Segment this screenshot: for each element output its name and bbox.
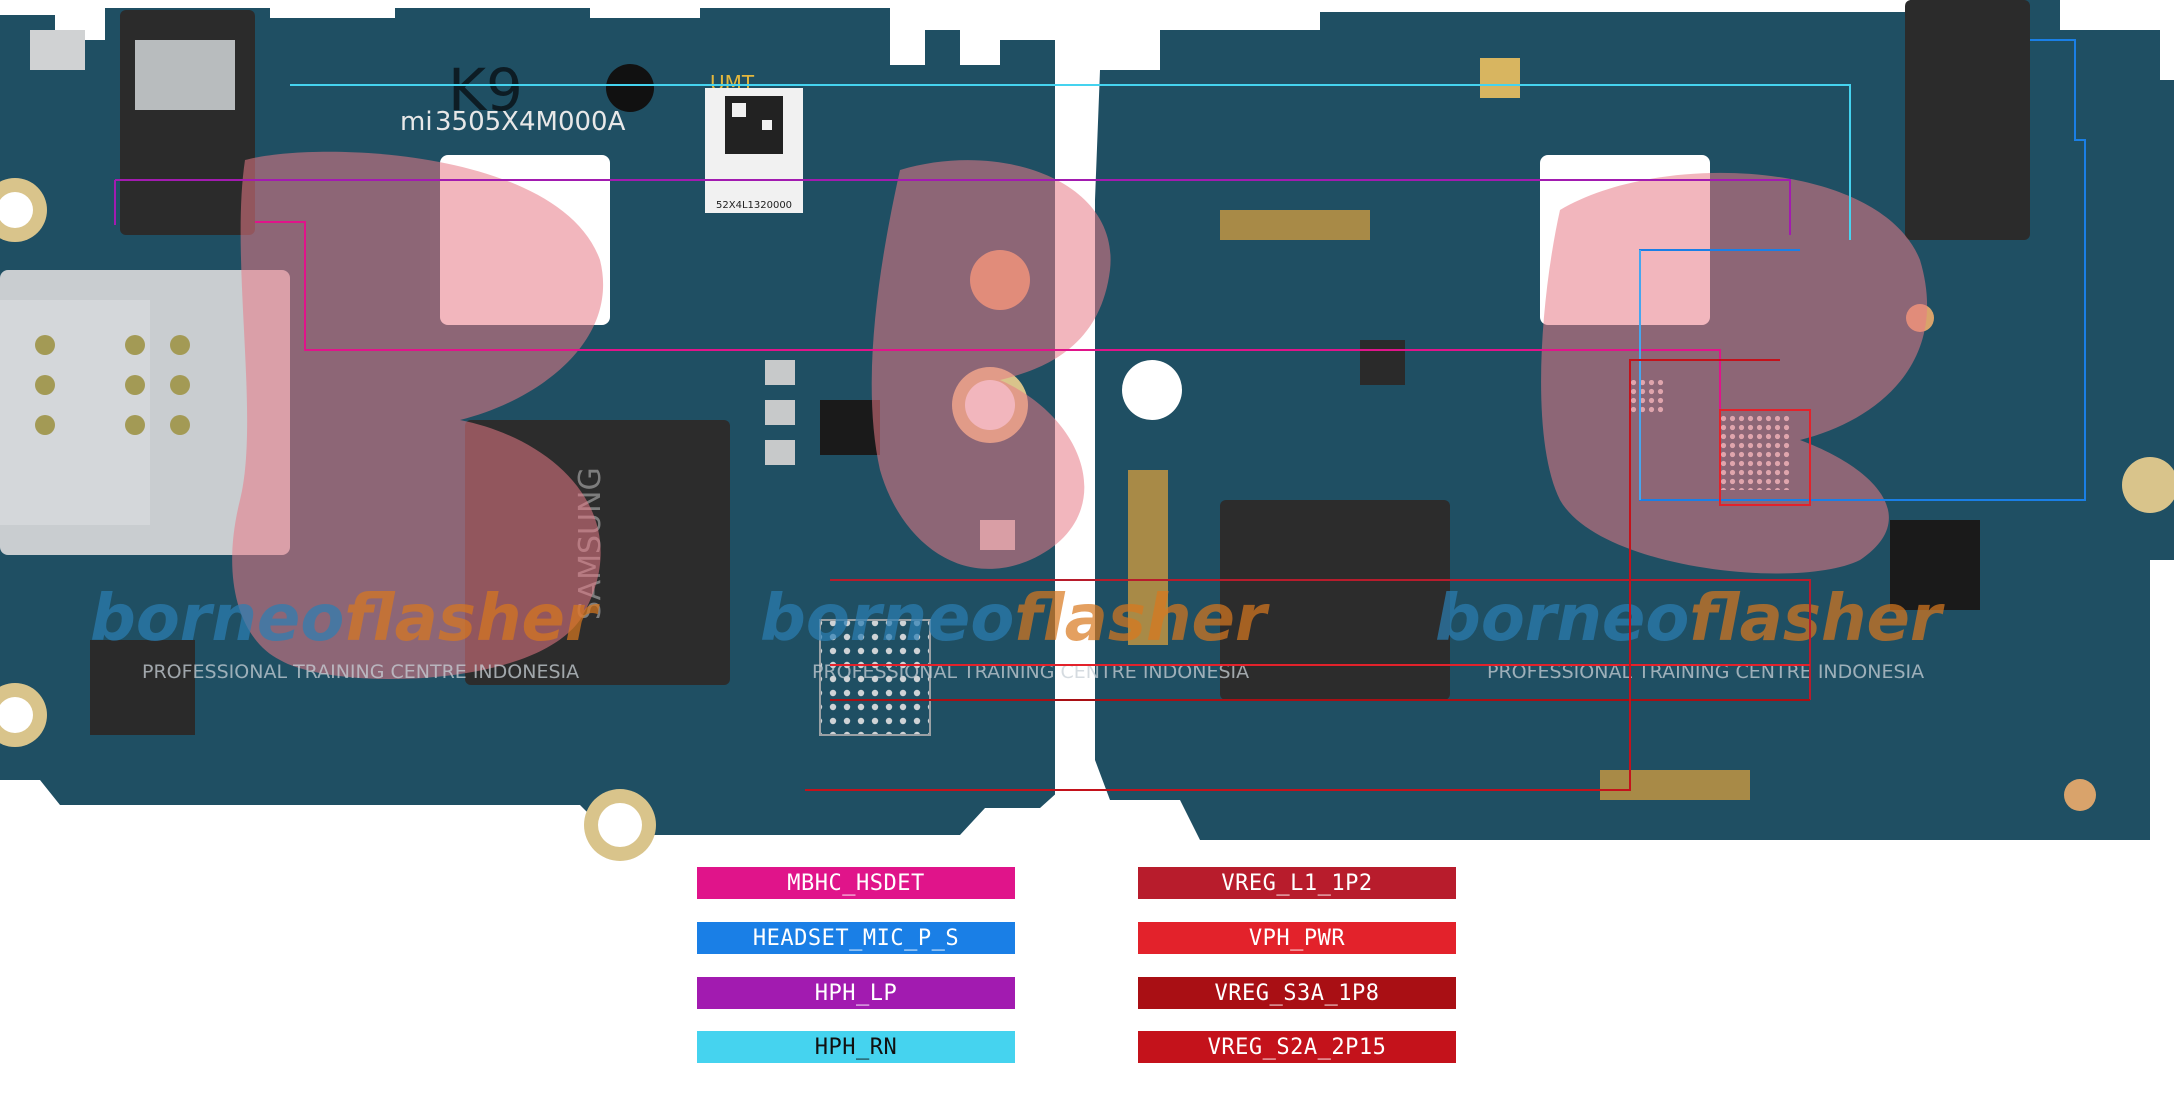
trace-vreg-l1 [830,579,1811,700]
legend-vreg-s2a-2p15: VREG_S2A_2P15 [1138,1031,1456,1063]
legend-headset-mic-p-s: HEADSET_MIC_P_S [697,922,1015,954]
trace-hph-lp [115,179,1791,235]
watermark-text: borneoflasher borneoflasher borneoflashe… [90,582,1945,656]
watermark-brand-2-a: flasher [344,582,600,656]
legend-vph-pwr: VPH_PWR [1138,922,1456,954]
watermark-logo [232,151,1928,680]
watermark-brand-1-a: borneo [90,582,344,656]
legend-hph-rn: HPH_RN [697,1031,1015,1063]
svg-text:borneoflasher: borneoflasher [90,582,600,656]
legend-vreg-l1-1p2: VREG_L1_1P2 [1138,867,1456,899]
silkscreen-model: K9 [448,56,523,124]
headphone-jack-right [1905,0,2030,240]
tagline-a: PROFESSIONAL TRAINING CENTRE INDONESIA [142,661,579,683]
qr-code-text: 52X4L1320000 [716,200,792,211]
legend-hph-lp: HPH_LP [697,977,1015,1009]
watermark-brand-2-b: flasher [1014,582,1270,656]
watermark-brand-1-c: borneo [1435,582,1689,656]
board-connector-side [1128,470,1168,645]
board-connector-top [1220,210,1370,240]
svg-text:borneoflasher: borneoflasher [1435,582,1945,656]
watermark-tagline: PROFESSIONAL TRAINING CENTRE INDONESIA P… [142,661,1924,683]
legend-mbhc-hsdet: MBHC_HSDET [697,867,1015,899]
tagline-b: PROFESSIONAL TRAINING CENTRE INDONESIA [812,661,1249,683]
trace-vreg-s2a [805,359,1780,791]
board-connector-bottom [1600,770,1750,800]
svg-text:borneoflasher: borneoflasher [760,582,1270,656]
trace-lines [114,39,2086,791]
tagline-c: PROFESSIONAL TRAINING CENTRE INDONESIA [1487,661,1924,683]
soc-chip [1220,500,1450,700]
watermark-brand-1-b: borneo [760,582,1014,656]
silkscreen-part-number: 3505X4M000A [435,107,626,137]
silkscreen-brand: mi [400,107,433,137]
bga-chip-left [820,620,930,735]
watermark-brand-2-c: flasher [1689,582,1945,656]
legend-vreg-s3a-1p8: VREG_S3A_1P8 [1138,977,1456,1009]
